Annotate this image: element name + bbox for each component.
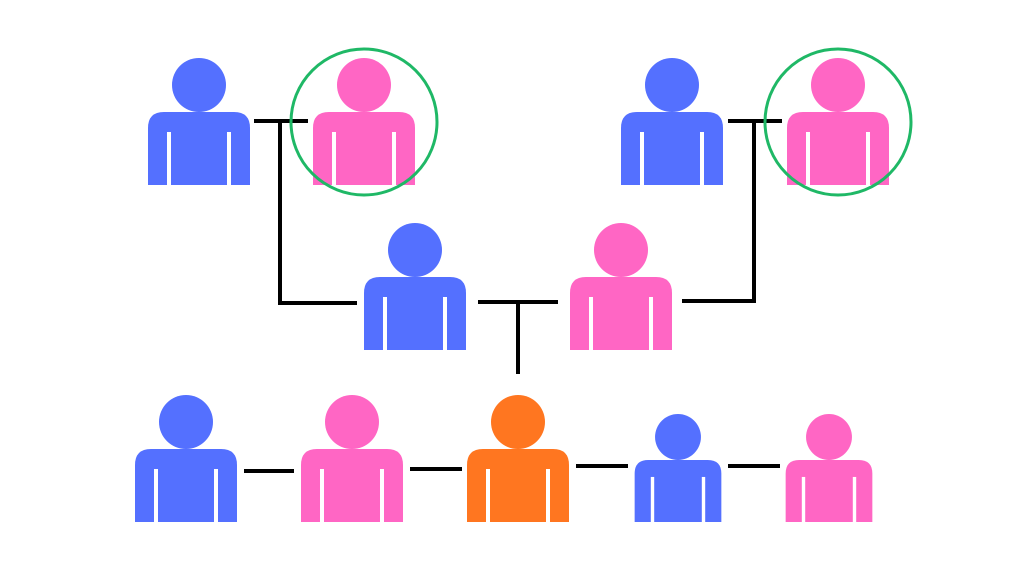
person-torso xyxy=(570,277,672,350)
person-torso xyxy=(634,459,722,522)
person-head xyxy=(159,395,213,449)
person-head xyxy=(806,414,852,460)
person-head xyxy=(811,58,865,112)
connector-lines xyxy=(244,119,782,473)
person-head xyxy=(491,395,545,449)
person-icon-female xyxy=(785,414,873,522)
person-head xyxy=(325,395,379,449)
person-torso xyxy=(785,459,873,522)
person-icon-female xyxy=(787,58,889,185)
person-icon-male xyxy=(135,395,237,522)
highlight-ring xyxy=(289,47,439,197)
person-head xyxy=(655,414,701,460)
person-torso xyxy=(364,277,466,350)
person-icon-male xyxy=(364,223,466,350)
person-torso xyxy=(148,112,250,185)
person-icon-female xyxy=(301,395,403,522)
person-head xyxy=(337,58,391,112)
person-torso xyxy=(135,449,237,522)
person-torso xyxy=(621,112,723,185)
person-torso xyxy=(467,449,569,522)
person-torso xyxy=(787,112,889,185)
people-layer xyxy=(135,58,889,522)
person-torso xyxy=(313,112,415,185)
highlight-rings xyxy=(289,47,913,197)
highlight-ring xyxy=(763,47,913,197)
person-icon-female xyxy=(570,223,672,350)
person-icon-male xyxy=(621,58,723,185)
person-torso xyxy=(301,449,403,522)
person-head xyxy=(172,58,226,112)
person-icon-male xyxy=(148,58,250,185)
person-head xyxy=(645,58,699,112)
person-icon-focus xyxy=(467,395,569,522)
person-head xyxy=(388,223,442,277)
person-icon-male xyxy=(634,414,722,522)
person-head xyxy=(594,223,648,277)
person-icon-female xyxy=(313,58,415,185)
